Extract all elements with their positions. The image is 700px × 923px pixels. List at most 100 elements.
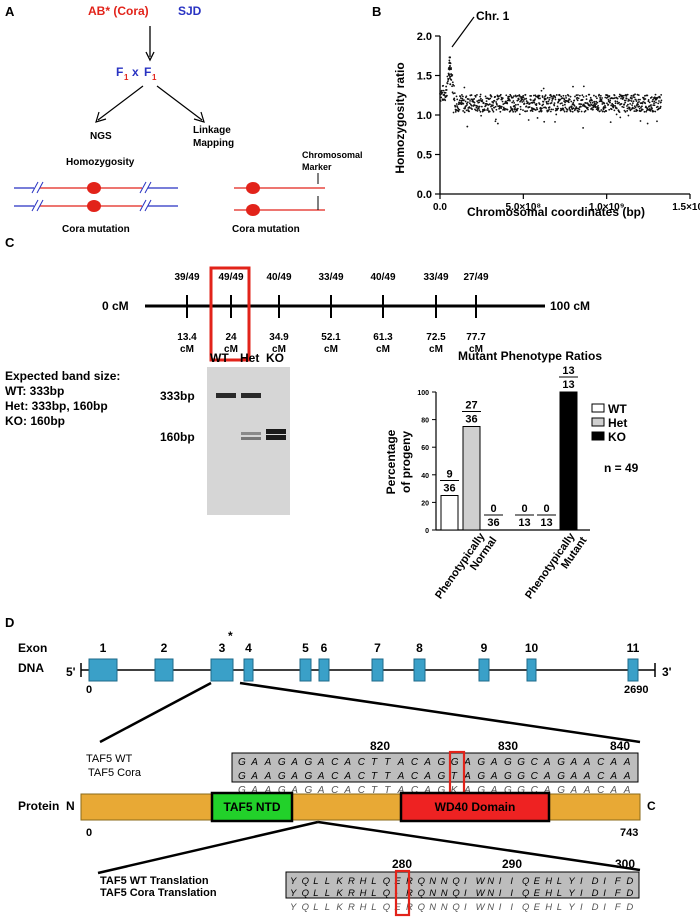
amino-acid: L — [313, 888, 318, 899]
scatter-point — [633, 105, 636, 108]
scatter-point — [492, 110, 495, 113]
scatter-point — [553, 104, 556, 107]
scatter-point — [556, 105, 559, 108]
scatter-point — [465, 95, 468, 98]
exon-number: 7 — [374, 641, 381, 655]
linkage-label-2: Mapping — [193, 138, 234, 149]
scatter-point — [468, 106, 471, 109]
amino-acid: I — [510, 888, 513, 899]
scatter-point — [627, 98, 630, 101]
amino-acid: Y — [290, 888, 297, 899]
nucleotide: A — [543, 771, 551, 782]
amino-acid: R — [348, 888, 355, 899]
scatter-point — [448, 64, 451, 67]
five-prime-label: 5' — [66, 665, 76, 679]
scatter-point — [636, 101, 639, 104]
amino-acid: L — [313, 876, 318, 887]
scatter-point — [505, 94, 508, 97]
panel-d-label: D — [5, 615, 14, 630]
scatter-point — [522, 96, 525, 99]
scatter-point — [495, 101, 498, 103]
scatter-point — [589, 96, 592, 99]
nucleotide: C — [358, 757, 366, 768]
gel-lane-het-label: Het — [240, 351, 259, 365]
nucleotide: C — [331, 771, 339, 782]
scatter-point — [448, 66, 451, 69]
amino-acid: Q — [418, 876, 426, 887]
scatter-point — [474, 95, 477, 98]
exon-box — [88, 658, 118, 682]
bar-fraction-denominator: 13 — [562, 379, 574, 391]
seq-pos-820: 820 — [370, 739, 390, 753]
scatter-point — [624, 110, 627, 113]
panel-c: C 0 cM 100 cM 39/4913.4cM49/4924cM40/493… — [5, 235, 639, 601]
scatter-point — [653, 102, 655, 105]
scatter-point — [445, 85, 448, 88]
scatter-point — [492, 104, 494, 107]
amino-acid: N — [487, 888, 494, 899]
scatter-point — [626, 109, 629, 112]
marker-unit: cM — [324, 344, 338, 355]
scatter-point — [478, 109, 481, 112]
nucleotide: A — [623, 757, 631, 768]
bar-y-tick-label: 80 — [421, 418, 429, 425]
amino-acid: L — [557, 876, 562, 887]
amino-acid: Q — [383, 876, 391, 887]
scatter-point — [540, 89, 543, 92]
scatter-point — [569, 110, 572, 113]
nucleotide: A — [290, 771, 298, 782]
svg-text:x: x — [132, 65, 139, 79]
gel-band-wt-333 — [216, 393, 236, 398]
nucleotide: A — [490, 757, 498, 768]
panel-b-ylabel: Homozygosity ratio — [393, 62, 407, 173]
bar-fraction-numerator: 0 — [521, 503, 527, 515]
scatter-point — [470, 104, 473, 107]
exon-number: 5 — [302, 641, 309, 655]
scatter-point — [639, 120, 642, 122]
scatter-point — [646, 94, 649, 97]
scatter-point — [523, 98, 526, 100]
scatter-point — [659, 96, 661, 99]
nucleotide: G — [238, 757, 246, 768]
scatter-point — [635, 100, 638, 102]
scatter-point — [463, 111, 466, 114]
ngs-arrow — [97, 85, 144, 121]
scatter-point — [591, 99, 593, 102]
scatter-point — [547, 102, 550, 105]
scatter-point — [551, 99, 553, 102]
scatter-point — [593, 100, 596, 103]
legend-swatch-het — [591, 417, 605, 427]
chr1-annotation: Chr. 1 — [476, 9, 510, 23]
nucleotide: G — [305, 785, 313, 796]
scatter-point — [521, 98, 524, 101]
scatter-point — [565, 110, 568, 113]
exon-box — [478, 658, 490, 682]
scatter-point — [589, 101, 592, 104]
x-tick-label: 1.0×10⁹ — [589, 202, 625, 213]
scatter-point — [652, 110, 655, 113]
amino-acid: I — [603, 888, 606, 899]
nucleotide: A — [264, 771, 272, 782]
marker-ratio: 40/49 — [266, 272, 291, 283]
scatter-point — [644, 102, 647, 105]
gel-background — [207, 367, 290, 515]
scatter-point — [647, 99, 650, 101]
scatter-point — [470, 94, 473, 96]
amino-acid: Q — [418, 888, 426, 899]
scatter-point — [653, 104, 656, 107]
scatter-point — [496, 98, 499, 101]
legend-swatch-wt — [591, 403, 605, 413]
chromosomal-marker-label-2: Marker — [302, 162, 332, 172]
scatter-point — [538, 103, 541, 106]
scatter-point — [524, 110, 527, 113]
marker-ratio: 39/49 — [174, 272, 199, 283]
scatter-point — [513, 104, 516, 107]
c-terminus-label: C — [647, 799, 656, 813]
scatter-point — [453, 84, 455, 87]
aa-pos-290: 290 — [502, 857, 522, 871]
scatter-point — [475, 109, 477, 112]
nucleotide: A — [583, 757, 591, 768]
scatter-point — [487, 109, 489, 111]
scatter-point — [465, 109, 468, 112]
